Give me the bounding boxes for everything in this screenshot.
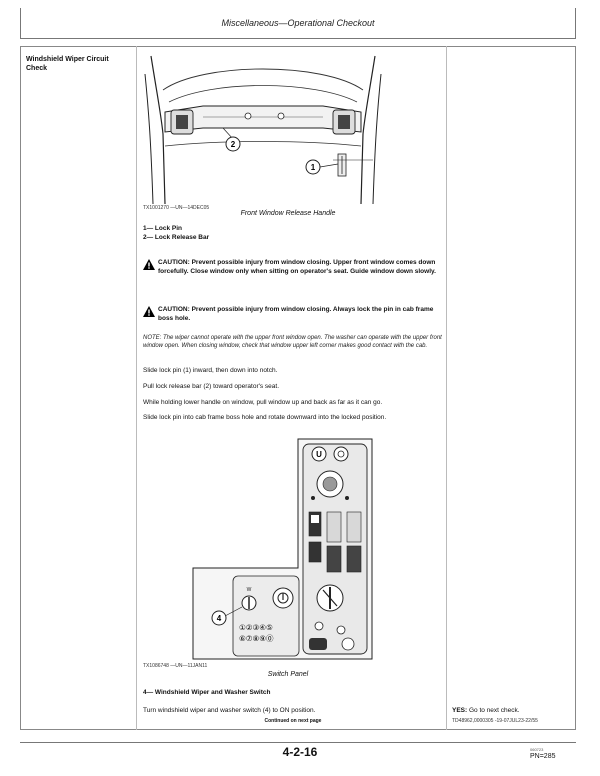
section-title: Windshield Wiper Circuit Check bbox=[26, 56, 109, 72]
figure2-code: TX1086748 —UN—11JAN11 bbox=[143, 663, 208, 669]
svg-text:U: U bbox=[316, 450, 322, 459]
continued-next-page: Continued on next page bbox=[264, 718, 322, 724]
callout-4: 4 bbox=[217, 614, 222, 623]
figure2-legend: 4— Windshield Wiper and Washer Switch bbox=[143, 689, 271, 696]
footer-pn: PN=285 bbox=[530, 753, 556, 760]
keypad-row-2: ⑥⑦⑧⑨⓪ bbox=[239, 634, 274, 643]
document-reference: TD48962,0000305 -19-07JUL23-22/55 bbox=[452, 718, 538, 724]
header-border-right bbox=[575, 8, 576, 39]
column-divider-right bbox=[446, 46, 447, 730]
header-rule bbox=[20, 38, 576, 39]
step-turn-wiper-on: Turn windshield wiper and washer switch … bbox=[143, 707, 316, 714]
figure1-code: TX1001270 —UN—14DEC05 bbox=[143, 205, 210, 211]
column-divider-left bbox=[136, 46, 137, 730]
warning-triangle-icon bbox=[143, 259, 155, 270]
yes-label: YES: bbox=[452, 707, 468, 714]
step-pull-release-bar: Pull lock release bar (2) toward operato… bbox=[143, 383, 279, 390]
keypad-row-1: ①②③④⑤ bbox=[239, 623, 273, 632]
svg-text:W: W bbox=[247, 587, 252, 593]
header-border-left bbox=[20, 8, 21, 39]
caution-lock-pin: CAUTION: Prevent possible injury from wi… bbox=[143, 306, 443, 323]
page-number: 4-2-16 bbox=[282, 745, 318, 759]
switch-panel-figure: U W 4 ①②③④⑤ ⑥⑦⑧⑨⓪ bbox=[192, 438, 373, 660]
front-window-release-handle-figure: 2 1 bbox=[144, 55, 382, 204]
note-paragraph: NOTE: The wiper cannot operate with the … bbox=[143, 335, 442, 349]
legend-item-lock-release-bar: 2— Lock Release Bar bbox=[143, 233, 210, 241]
figure1-caption: Front Window Release Handle bbox=[240, 210, 336, 217]
figure1-legend: 1— Lock Pin 2— Lock Release Bar bbox=[143, 225, 209, 242]
callout-1: 1 bbox=[311, 163, 316, 172]
figure2-caption: Switch Panel bbox=[267, 671, 309, 678]
callout-2: 2 bbox=[231, 140, 236, 149]
page-header-title: Miscellaneous—Operational Checkout bbox=[221, 18, 375, 28]
caution-text-1: CAUTION: Prevent possible injury from wi… bbox=[158, 259, 436, 275]
step-lock-pin-boss-hole: Slide lock pin into cab frame boss hole … bbox=[143, 414, 387, 421]
footer-rule bbox=[20, 742, 576, 743]
legend-item-lock-pin: 1— Lock Pin bbox=[143, 225, 183, 232]
caution-window-closing: CAUTION: Prevent possible injury from wi… bbox=[143, 259, 443, 276]
yes-text: Go to next check. bbox=[468, 707, 520, 714]
step-pull-window-up: While holding lower handle on window, pu… bbox=[143, 399, 383, 406]
caution-text-2: CAUTION: Prevent possible injury from wi… bbox=[158, 306, 434, 322]
warning-triangle-icon bbox=[143, 306, 155, 317]
footer-small-code: 060723 bbox=[530, 747, 544, 752]
step-slide-lock-pin: Slide lock pin (1) inward, then down int… bbox=[143, 367, 278, 374]
content-frame bbox=[20, 46, 576, 730]
result-yes: YES: Go to next check. bbox=[452, 707, 520, 714]
